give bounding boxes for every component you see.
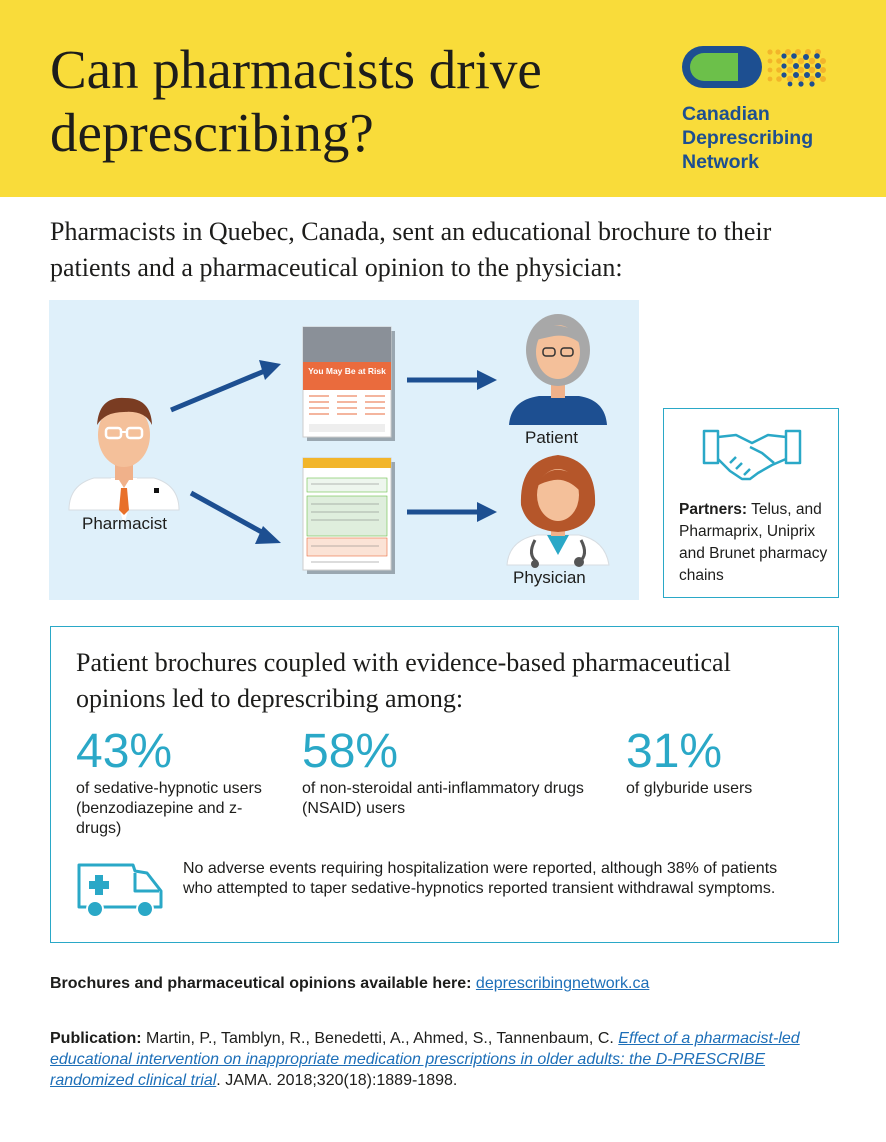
partners-box: Partners: Telus, and Pharmaprix, Uniprix… [663, 408, 839, 598]
publication-title-link[interactable]: Effect of a pharmacist-led educational i… [50, 1030, 800, 1089]
stat-description: of glyburide users [626, 780, 753, 797]
stat-glyburide: 31% of glyburide users [626, 727, 826, 799]
stat-percent: 31% [626, 725, 723, 778]
brochure-icon: You May Be at Risk [302, 326, 395, 441]
stat-sedative-hypnotic: 43% of sedative-hypnotic users (benzodia… [76, 727, 286, 839]
svg-text:You May Be at Risk: You May Be at Risk [308, 366, 386, 376]
stat-percent: 43% [76, 725, 173, 778]
publication-citation: Publication: Martin, P., Tamblyn, R., Be… [50, 1028, 850, 1091]
results-heading: Patient brochures coupled with evidence-… [76, 648, 731, 713]
adverse-events-text: No adverse events requiring hospitalizat… [183, 860, 778, 897]
partners-list: Telus, and Pharmaprix, Uniprix and Brune… [679, 501, 828, 584]
intervention-diagram: You May Be at Risk [49, 300, 639, 600]
stat-description: of non-steroidal anti-inflammatory drugs… [302, 780, 584, 817]
stat-percent: 58% [302, 725, 399, 778]
results-box: Patient brochures coupled with evidence-… [50, 626, 839, 943]
publication-label: Publication: [50, 1030, 142, 1047]
brochures-label: Brochures and pharmaceutical opinions av… [50, 975, 472, 992]
stat-nsaid: 58% of non-steroidal anti-inflammatory d… [302, 727, 602, 819]
brochures-availability: Brochures and pharmaceutical opinions av… [50, 974, 850, 994]
stat-description: of sedative-hypnotic users (benzodiazepi… [76, 780, 262, 837]
logo-text-line: Network [682, 151, 759, 173]
partners-label: Partners: [679, 501, 748, 518]
arrow-icon [170, 360, 497, 544]
pharmacist-icon [68, 397, 180, 525]
partners-text: Partners: Telus, and Pharmaprix, Uniprix… [679, 499, 831, 587]
deprescribing-network-link[interactable]: deprescribingnetwork.ca [475, 975, 650, 992]
ambulance-icon [77, 863, 163, 918]
canadian-deprescribing-network-logo-icon [682, 46, 826, 88]
page-title: Can pharmacists drive deprescribing? [50, 39, 542, 163]
intro-text: Pharmacists in Quebec, Canada, sent an e… [50, 217, 772, 282]
header-banner [0, 0, 886, 197]
logo-text: Canadian Deprescribing Network [682, 102, 813, 174]
logo-text-line: Deprescribing [682, 127, 814, 149]
physician-icon [506, 455, 610, 568]
publication-journal: . JAMA. 2018;320(18):1889-1898. [216, 1072, 458, 1089]
handshake-icon [702, 429, 802, 481]
pharmacist-label: Pharmacist [82, 514, 168, 533]
logo-text-line: Canadian [682, 103, 770, 125]
publication-authors: Martin, P., Tamblyn, R., Benedetti, A., … [141, 1030, 619, 1047]
physician-label: Physician [513, 568, 586, 587]
opinion-document-icon [302, 457, 395, 574]
patient-label: Patient [525, 428, 578, 447]
patient-icon [509, 314, 607, 425]
diagram-illustration: You May Be at Risk [68, 314, 610, 574]
